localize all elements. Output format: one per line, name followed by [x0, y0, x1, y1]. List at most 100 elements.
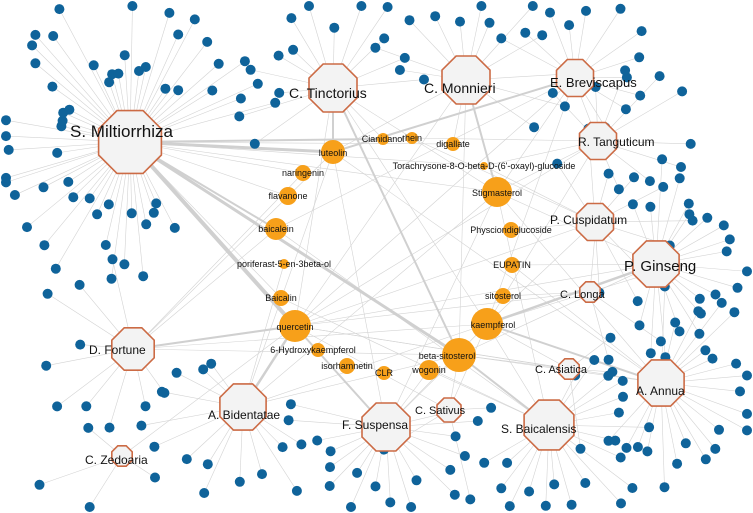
target-node	[288, 44, 299, 55]
target-node	[476, 1, 487, 11]
compound-node-bai: baicalein	[258, 218, 294, 240]
herb-compound-edge	[132, 228, 277, 350]
herb-label: C. Longa	[560, 289, 606, 301]
target-node	[140, 401, 151, 412]
compound-node-iso: isorhamnetin	[321, 358, 373, 374]
target-node	[249, 138, 260, 149]
target-node	[694, 328, 705, 339]
compound-node-cia: Cianidanol	[362, 133, 404, 145]
herb-compound-edge	[511, 264, 662, 384]
target-node	[38, 182, 49, 193]
herb-compound-edge-strong	[128, 140, 297, 328]
herb-compound-edge	[486, 221, 596, 325]
compound-circle	[377, 366, 391, 380]
herb-node-clon: C. Longa	[560, 280, 606, 304]
herb-node-rtan: R. Tanguticum	[578, 121, 654, 161]
compound-node-bln: Baicalin	[265, 290, 297, 306]
compound-circle	[339, 358, 355, 374]
target-node	[325, 462, 335, 473]
herb-label: C. Tinctorius	[289, 85, 367, 101]
compound-node-fla: flavanone	[268, 187, 308, 205]
compound-circle	[295, 165, 311, 181]
herb-compound-edge-strong	[129, 140, 460, 357]
target-node	[742, 370, 752, 381]
herb-node-smil: S. Miltiorrhiza	[70, 109, 174, 175]
target-node	[104, 422, 115, 433]
target-node	[672, 458, 683, 469]
herb-node-dfor: D. Fortune	[89, 326, 155, 372]
target-node	[566, 499, 577, 510]
target-node	[724, 234, 735, 245]
target-node	[537, 30, 548, 41]
compound-node-wog: wogonin	[411, 360, 446, 380]
target-node	[603, 168, 614, 179]
target-node	[502, 457, 513, 468]
target-node	[615, 452, 626, 463]
target-node	[644, 176, 655, 187]
target-node	[486, 402, 497, 413]
compound-circle	[504, 257, 520, 273]
target-edge	[589, 291, 609, 360]
compound-circle	[265, 218, 287, 240]
target-node	[718, 220, 729, 231]
herb-octagon	[578, 121, 618, 161]
target-node	[404, 15, 415, 26]
herb-label: C. Sativus	[415, 405, 466, 417]
herb-compound-edge-strong	[332, 87, 460, 356]
target-node	[654, 71, 665, 82]
target-node	[382, 2, 393, 12]
target-node	[721, 246, 732, 257]
target-node	[235, 93, 246, 104]
herb-compound-edge	[280, 297, 550, 426]
target-node	[285, 399, 296, 410]
herb-octagon	[632, 240, 680, 288]
target-node	[479, 457, 490, 468]
compound-node-lut: luteolin	[319, 140, 348, 164]
compound-circle	[482, 177, 512, 207]
target-node	[57, 115, 68, 126]
compound-label: luteolin	[319, 148, 348, 158]
target-node	[1, 131, 11, 142]
compound-node-hyd: 6-Hydroxykaempferol	[270, 343, 356, 357]
compound-node-clr: CLR	[375, 366, 393, 380]
target-node	[406, 502, 417, 512]
target-node	[559, 101, 570, 112]
herb-node-sbai: S. Baicalensis	[501, 399, 576, 451]
compound-label: isorhamnetin	[321, 361, 373, 371]
target-node	[9, 190, 20, 200]
target-node	[632, 296, 643, 307]
target-node	[616, 498, 626, 509]
target-node	[527, 1, 538, 11]
herb-octagon	[441, 55, 491, 105]
herb-compound-edge-strong	[332, 77, 576, 153]
herb-label: P. Ginseng	[624, 258, 696, 275]
target-node	[81, 401, 92, 412]
target-node	[329, 22, 340, 33]
herb-compound-edge	[385, 191, 498, 428]
target-node	[27, 40, 38, 51]
target-node	[325, 446, 336, 457]
herb-label: E. Breviscapus	[550, 75, 637, 90]
target-node	[283, 415, 294, 426]
compound-label: flavanone	[268, 191, 307, 201]
herb-compound-edge	[275, 77, 576, 230]
target-node	[42, 288, 53, 299]
target-node	[547, 88, 558, 98]
target-node	[693, 306, 704, 317]
target-edge	[589, 291, 662, 342]
target-node	[164, 7, 175, 18]
target-node	[181, 454, 192, 465]
target-node	[430, 11, 441, 22]
target-node	[627, 483, 638, 493]
compound-circle	[495, 288, 511, 304]
target-node	[655, 336, 666, 347]
target-node	[63, 176, 74, 187]
target-node	[581, 5, 591, 16]
target-node	[742, 408, 752, 419]
target-node	[676, 162, 686, 172]
target-node	[274, 87, 285, 98]
target-node	[524, 486, 535, 497]
target-node	[291, 485, 302, 496]
target-node	[540, 500, 551, 511]
target-node	[636, 26, 647, 37]
